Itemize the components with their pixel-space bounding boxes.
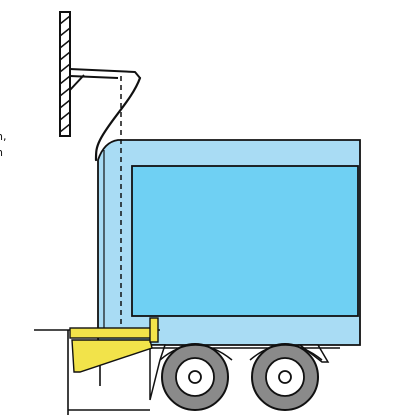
dock-guide-bumper (69, 317, 159, 343)
trailer-side-panel (131, 165, 359, 317)
mudguards (159, 344, 323, 361)
wall-hatched (59, 11, 71, 137)
edge-text-line2: n (0, 146, 3, 159)
dock-support-brace (71, 339, 153, 373)
edge-text-line1: n, (0, 130, 6, 143)
rear-wheel-back (251, 343, 319, 411)
rear-wheel-front (161, 343, 229, 411)
rear-seal-curtain (94, 76, 142, 162)
ceiling-bracket-arm (69, 68, 141, 91)
